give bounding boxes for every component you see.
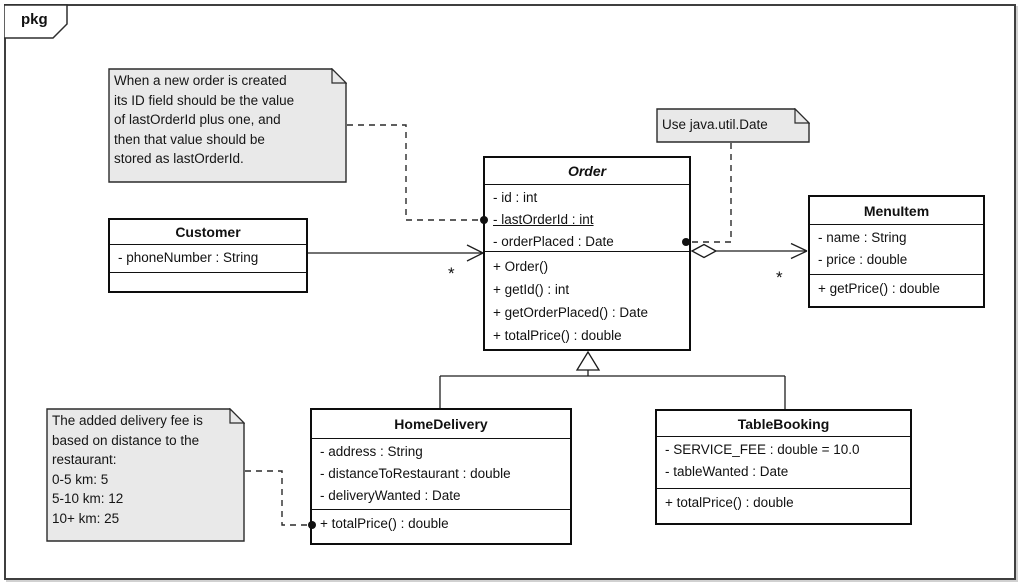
- note-line: of lastOrderId plus one, and: [114, 112, 281, 127]
- class-name: MenuItem: [863, 202, 930, 219]
- class-menuitem[interactable]: MenuItem - name : String - price : doubl…: [808, 195, 985, 308]
- note-java-util-date[interactable]: Use java.util.Date: [656, 108, 810, 143]
- method: + Order(): [493, 259, 549, 274]
- class-name: Order: [567, 163, 607, 179]
- attributes-compartment: - name : String - price : double: [810, 224, 983, 274]
- note-line: 0-5 km: 5: [52, 471, 109, 487]
- package-frame: [4, 4, 1016, 580]
- open-arrowhead-icon: [466, 244, 484, 262]
- attributes-compartment: - address : String - distanceToRestauran…: [312, 438, 570, 509]
- note-text: The added delivery fee is based on dista…: [46, 408, 245, 528]
- methods-compartment: + totalPrice() : double: [657, 488, 910, 522]
- attribute: - orderPlaced : Date: [493, 234, 614, 249]
- attributes-compartment: - SERVICE_FEE : double = 10.0 - tableWan…: [657, 436, 910, 488]
- attributes-compartment: - phoneNumber : String: [110, 244, 306, 272]
- note-order-id-rule[interactable]: When a new order is created its ID field…: [108, 68, 347, 183]
- method: + totalPrice() : double: [320, 516, 449, 531]
- methods-compartment: + Order() + getId() : int + getOrderPlac…: [485, 251, 689, 348]
- note-line: The added delivery fee is: [52, 413, 203, 428]
- generalization-triangle-icon: [575, 350, 601, 371]
- note-body: [108, 68, 347, 183]
- multiplicity-label: *: [448, 264, 455, 283]
- association-customer-order[interactable]: *: [308, 244, 484, 283]
- method: + totalPrice() : double: [665, 495, 794, 510]
- attribute: - distanceToRestaurant : double: [320, 466, 511, 481]
- attributes-compartment: - id : int - lastOrderId : int - orderPl…: [485, 184, 689, 251]
- attribute: - address : String: [320, 444, 423, 459]
- note-line: stored as lastOrderId.: [114, 151, 244, 166]
- attribute: - tableWanted : Date: [665, 464, 789, 479]
- methods-compartment: [110, 272, 306, 290]
- attribute: - phoneNumber : String: [118, 250, 259, 265]
- note-text: Use java.util.Date: [662, 117, 768, 132]
- note-body: [46, 408, 245, 542]
- attribute: - name : String: [818, 230, 907, 245]
- note-line: restaurant:: [52, 452, 117, 467]
- note-anchor-delivery-fee[interactable]: [245, 470, 316, 529]
- note-line: its ID field should be the value: [114, 92, 295, 108]
- anchor-dot-icon: [308, 521, 316, 529]
- method: + getId() : int: [493, 282, 570, 297]
- aggregation-diamond-icon: [690, 243, 718, 259]
- class-homedelivery[interactable]: HomeDelivery - address : String - distan…: [310, 408, 572, 545]
- multiplicity-label: *: [776, 268, 783, 287]
- method: + getPrice() : double: [818, 281, 940, 296]
- class-order[interactable]: Order - id : int - lastOrderId : int - o…: [483, 156, 691, 351]
- anchor-dot-icon: [682, 238, 690, 246]
- method: + totalPrice() : double: [493, 328, 622, 343]
- attribute-static: - lastOrderId : int: [493, 212, 594, 227]
- open-arrowhead-icon: [790, 242, 808, 260]
- note-anchor-order-id[interactable]: [347, 124, 488, 224]
- note-fold-icon: [229, 408, 245, 424]
- attribute: - id : int: [493, 190, 538, 205]
- package-tab-label: pkg: [21, 11, 48, 28]
- package-tab: [4, 4, 68, 39]
- methods-compartment: + totalPrice() : double: [312, 509, 570, 542]
- attribute: - price : double: [818, 252, 908, 267]
- class-name: Customer: [175, 224, 241, 240]
- note-line: based on distance to the: [52, 432, 200, 448]
- class-name: TableBooking: [737, 415, 830, 432]
- note-line: 10+ km: 25: [52, 510, 120, 526]
- note-line: When a new order is created: [114, 73, 287, 88]
- method: + getOrderPlaced() : Date: [493, 305, 648, 320]
- anchor-dot-icon: [480, 216, 488, 224]
- attribute: - deliveryWanted : Date: [320, 488, 461, 503]
- note-anchor-java-date[interactable]: [682, 143, 732, 246]
- note-line: 5-10 km: 12: [52, 491, 124, 506]
- note-fold-icon: [794, 108, 810, 124]
- attribute: - SERVICE_FEE : double = 10.0: [665, 442, 860, 457]
- class-tablebooking[interactable]: TableBooking - SERVICE_FEE : double = 10…: [655, 409, 912, 525]
- class-name: HomeDelivery: [394, 416, 488, 432]
- note-line: then that value should be: [114, 131, 265, 147]
- aggregation-order-menuitem[interactable]: *: [690, 242, 808, 288]
- note-text: When a new order is created its ID field…: [108, 68, 347, 169]
- note-delivery-fee[interactable]: The added delivery fee is based on dista…: [46, 408, 245, 542]
- note-fold-icon: [331, 68, 347, 84]
- class-customer[interactable]: Customer - phoneNumber : String: [108, 218, 308, 293]
- note-body: [656, 108, 810, 143]
- generalization-to-order[interactable]: [439, 350, 786, 409]
- methods-compartment: + getPrice() : double: [810, 274, 983, 305]
